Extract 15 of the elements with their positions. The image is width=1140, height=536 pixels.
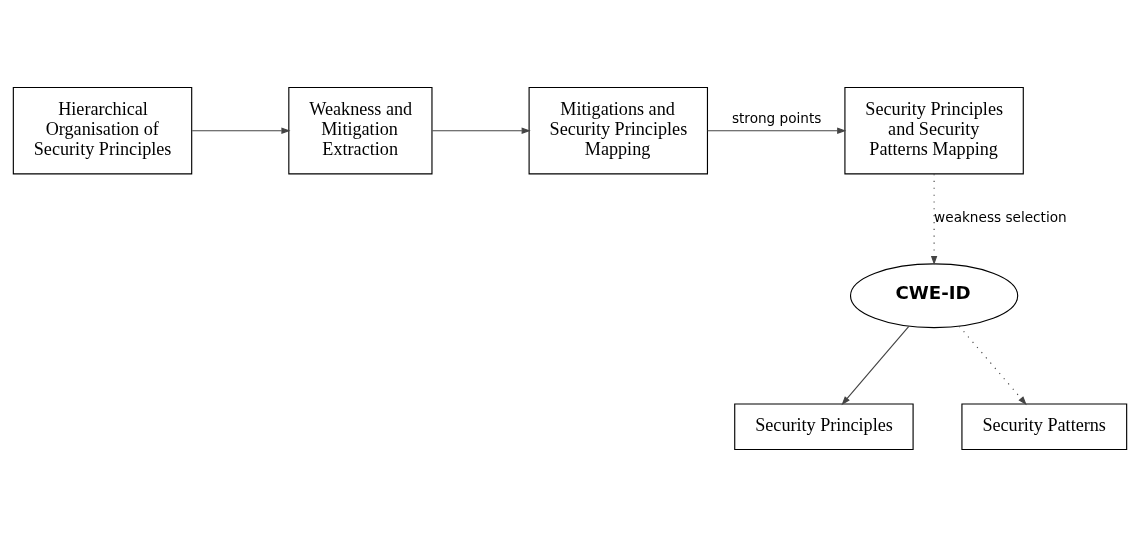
arrow xyxy=(706,127,847,134)
arrow xyxy=(191,127,291,134)
node-box: Security Principles xyxy=(734,402,914,450)
node-box: Security Principles and Security Patterns Mapping xyxy=(844,86,1024,174)
node-ellipse: CWE-ID xyxy=(849,262,1019,328)
node-box: Mitigations and Security Principles Mapping xyxy=(528,86,709,174)
arrow xyxy=(841,325,910,405)
arrow xyxy=(431,127,531,134)
arrow xyxy=(958,325,1027,405)
node-box: Security Patterns xyxy=(961,402,1128,450)
node-box: Weakness and Mitigation Extraction xyxy=(288,86,433,174)
node-box: Hierarchical Organisation of Security Principles xyxy=(12,86,193,174)
edge-label: strong points xyxy=(731,109,822,126)
arrow xyxy=(930,173,938,265)
edge-label: weakness selection xyxy=(934,208,1067,225)
